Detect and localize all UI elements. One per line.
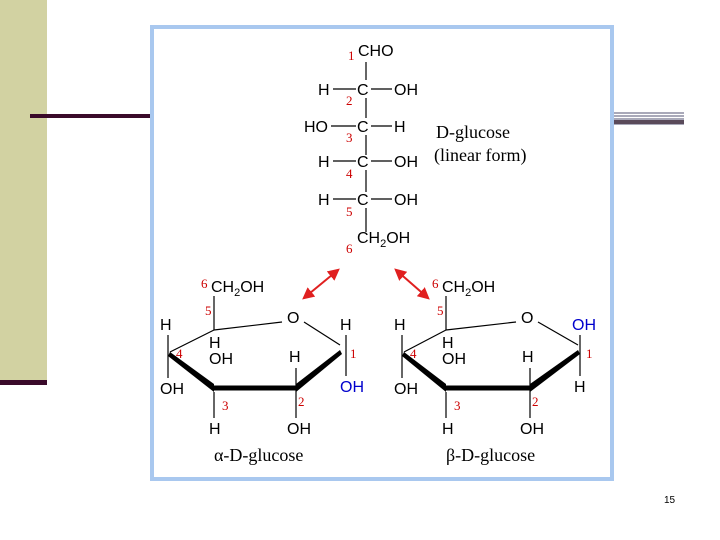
alpha-caption: α-D-glucose (214, 445, 303, 465)
alpha-c2-h: H (289, 349, 301, 366)
linear-form-label: (linear form) (434, 145, 526, 166)
beta-c6-group: CH2OH (442, 279, 495, 299)
linear-num-6: 6 (346, 241, 353, 256)
linear-c4-h: H (318, 154, 330, 171)
beta-c4-oh: OH (394, 381, 418, 398)
alpha-glucose: 6 CH2OH 5 O H OH 4 H OH H 3 H OH 2 H OH … (160, 276, 364, 465)
beta-glucose: 6 CH2OH 5 O H OH 4 H OH H 3 H OH 2 OH H … (394, 276, 596, 465)
alpha-c4-h: H (160, 317, 172, 334)
diagram-frame (150, 25, 614, 481)
alpha-equilibrium-arrow (302, 268, 340, 300)
beta-c4-h: H (394, 317, 406, 334)
linear-glucose: 1 CHO H C OH 2 HO C H 3 H C OH 4 H C OH … (304, 43, 526, 256)
beta-c1-oh: OH (572, 317, 596, 334)
alpha-ring-c5-o (213, 321, 283, 331)
beta-ring-c5-o (445, 321, 517, 331)
linear-form-name: D-glucose (436, 122, 510, 142)
alpha-num-1: 1 (350, 346, 357, 361)
linear-c6-group: CH2OH (357, 230, 410, 250)
beta-c3-h: H (442, 421, 454, 438)
linear-c5-oh: OH (394, 192, 418, 209)
alpha-c1-oh: OH (340, 379, 364, 396)
alpha-num-6: 6 (201, 276, 208, 291)
alpha-c1-h: H (340, 317, 352, 334)
alpha-ring-c2-c1-bold (296, 350, 342, 392)
beta-num-2: 2 (532, 394, 539, 409)
beta-c5-h: H (442, 335, 454, 352)
alpha-num-2: 2 (298, 394, 305, 409)
beta-num-5: 5 (437, 303, 444, 318)
linear-c3-ho: HO (304, 119, 328, 136)
linear-num-2: 2 (346, 93, 353, 108)
linear-num-5: 5 (346, 204, 353, 219)
alpha-num-4: 4 (176, 346, 183, 361)
linear-cho-label: CHO (358, 43, 394, 60)
linear-c2-oh: OH (394, 82, 418, 99)
linear-c3-carbon: C (357, 119, 369, 136)
beta-ring-o-c1 (537, 321, 579, 346)
alpha-ring-oxygen: O (287, 310, 299, 327)
beta-caption: β-D-glucose (446, 445, 535, 465)
linear-c4-carbon: C (357, 154, 369, 171)
linear-c2-carbon: C (357, 82, 369, 99)
alpha-num-5: 5 (205, 303, 212, 318)
linear-num-1: 1 (348, 48, 355, 63)
beta-num-6: 6 (432, 276, 439, 291)
beta-ring-c5-c4 (403, 329, 447, 353)
linear-c5-carbon: C (357, 192, 369, 209)
beta-c3-oh: OH (442, 351, 466, 368)
linear-c4-oh: OH (394, 154, 418, 171)
alpha-c3-h: H (209, 421, 221, 438)
left-accent-bar-edge (0, 380, 47, 385)
linear-c5-h: H (318, 192, 330, 209)
alpha-num-3: 3 (222, 398, 229, 413)
beta-c1-h: H (574, 379, 586, 396)
left-accent-bar (0, 0, 47, 384)
linear-c2-h: H (318, 82, 330, 99)
beta-c2-oh: OH (520, 421, 544, 438)
title-rule-right-dark (608, 120, 684, 124)
alpha-ring-o-c1 (303, 321, 341, 346)
beta-num-4: 4 (410, 346, 417, 361)
beta-ring-c2-c1-bold (530, 350, 580, 392)
linear-num-3: 3 (346, 130, 353, 145)
alpha-c2-oh: OH (287, 421, 311, 438)
alpha-ring-c4-c3-bold (168, 352, 214, 392)
beta-ring-c4-c3-bold (402, 352, 446, 392)
beta-c2-h: H (522, 349, 534, 366)
title-rule-left (30, 114, 154, 118)
alpha-ring-c5-c4 (169, 329, 215, 353)
linear-num-4: 4 (346, 166, 353, 181)
alpha-c4-oh: OH (160, 381, 184, 398)
beta-equilibrium-arrow (394, 268, 430, 300)
beta-num-1: 1 (586, 346, 593, 361)
beta-num-3: 3 (454, 398, 461, 413)
alpha-c5-h: H (209, 335, 221, 352)
page-number: 15 (664, 495, 676, 506)
alpha-c3-oh: OH (209, 351, 233, 368)
linear-c3-h: H (394, 119, 406, 136)
alpha-c6-group: CH2OH (211, 279, 264, 299)
beta-ring-oxygen: O (521, 310, 533, 327)
